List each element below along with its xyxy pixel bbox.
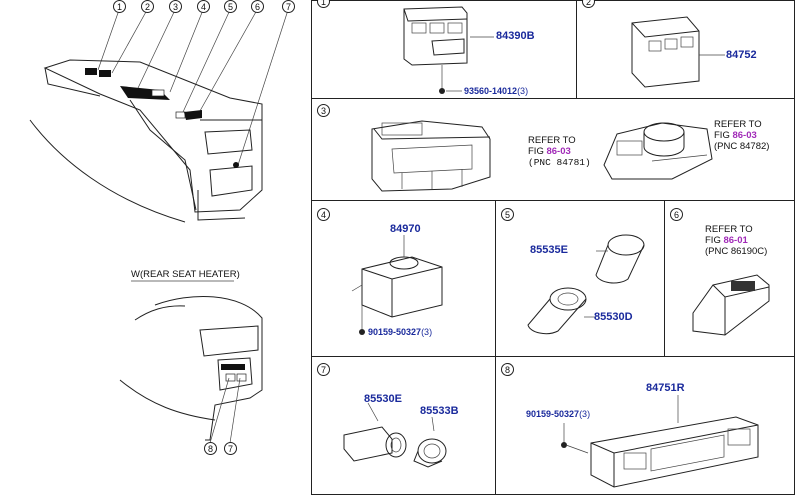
callout-3: 3 [169, 0, 182, 13]
switch-86190c-drawing [692, 274, 770, 336]
refer-86190c: REFER TO FIG 86-01 (PNC 86190C) [705, 224, 768, 257]
panel-2: 2 84752 [576, 0, 795, 99]
callout-5: 5 [224, 0, 237, 13]
panel-4-number: 4 [317, 208, 330, 221]
pn-84752: 84752 [726, 49, 757, 61]
panel-8: 8 84751R 90159-50327(3) [495, 356, 795, 495]
callout-1: 1 [113, 0, 126, 13]
pn-93560-14012: 93560-14012(3) [464, 86, 529, 96]
panel-6-number: 6 [670, 208, 683, 221]
panel-3: 3 REFER TO FIG 86-03 (PNC 84781) REFER T… [311, 98, 795, 201]
refer-84781: REFER TO FIG 86-03 (PNC 84781) [528, 135, 591, 168]
socket-drawing [527, 234, 645, 335]
heater-switch-84751r-drawing [561, 395, 759, 488]
pn-90159-50327-a: 90159-50327(3) [368, 327, 433, 337]
callout-7: 7 [282, 0, 295, 13]
pn-85530d: 85530D [594, 311, 633, 323]
panel-1-number: 1 [317, 0, 330, 8]
panel-2-number: 2 [582, 0, 595, 8]
panel-4: 4 84970 90159-50327(3) [311, 200, 496, 357]
bracket-assembly-drawing [371, 120, 713, 192]
callout-6: 6 [251, 0, 264, 13]
pn-84970: 84970 [390, 223, 421, 235]
inset-callout-8: 8 [204, 442, 217, 455]
callout-4: 4 [197, 0, 210, 13]
controller-84970-drawing [351, 235, 443, 335]
panel-3-number: 3 [317, 104, 330, 117]
pn-85530e: 85530E [364, 393, 402, 405]
panel-1: 1 84390B 93560-14012(3) [311, 0, 577, 99]
callout-2: 2 [141, 0, 154, 13]
socket-covers-drawing [343, 402, 447, 468]
panel-7: 7 85530E 85533B [311, 356, 496, 495]
switch-84390b-drawing [403, 6, 494, 94]
inset-callout-7: 7 [224, 442, 237, 455]
panel-6: 6 REFER TO FIG 86-01 (PNC 86190C) [664, 200, 795, 357]
refer-84782: REFER TO FIG 86-03 (PNC 84782) [714, 119, 770, 152]
inset-label: W(REAR SEAT HEATER) [131, 269, 240, 280]
pn-85533b: 85533B [420, 405, 459, 417]
panel-7-number: 7 [317, 363, 330, 376]
pn-85535e: 85535E [530, 244, 568, 256]
console-overview-drawing [29, 9, 289, 444]
pn-90159-50327-b: 90159-50327(3) [526, 409, 591, 419]
panel-5-number: 5 [501, 208, 514, 221]
switch-84752-drawing [631, 16, 725, 88]
pn-84751r: 84751R [646, 382, 685, 394]
pn-84390b: 84390B [496, 30, 535, 42]
panel-5: 5 85535E 85530D [495, 200, 665, 357]
panel-8-number: 8 [501, 363, 514, 376]
